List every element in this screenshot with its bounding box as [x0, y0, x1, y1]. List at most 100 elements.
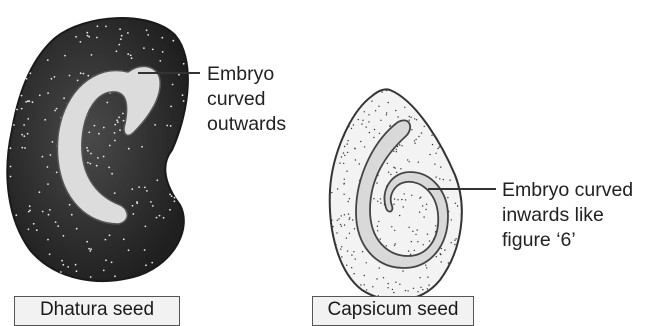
speckle-dot	[76, 228, 78, 230]
speckle-dot	[358, 119, 359, 120]
speckle-dot	[127, 53, 129, 55]
speckle-dot	[395, 282, 396, 283]
speckle-dot	[422, 289, 423, 290]
speckle-dot	[69, 75, 71, 77]
speckle-dot	[378, 106, 379, 107]
speckle-dot	[394, 167, 395, 168]
speckle-dot	[26, 78, 28, 80]
speckle-dot	[347, 140, 348, 141]
speckle-dot	[69, 204, 71, 206]
speckle-dot	[353, 124, 354, 125]
capsicum-annotation: Embryo curved inwards like figure ‘6’	[502, 179, 639, 251]
speckle-dot	[407, 159, 408, 160]
speckle-dot	[373, 198, 374, 199]
speckle-dot	[86, 241, 88, 243]
speckle-dot	[457, 205, 458, 206]
speckle-dot	[371, 100, 372, 101]
speckle-dot	[454, 240, 455, 241]
speckle-dot	[415, 139, 416, 140]
speckle-dot	[341, 246, 342, 247]
speckle-dot	[451, 219, 452, 220]
speckle-dot	[103, 270, 105, 272]
speckle-dot	[67, 266, 69, 268]
speckle-dot	[440, 254, 441, 255]
speckle-dot	[349, 275, 350, 276]
dhatura-annotation-line: Embryo	[207, 63, 274, 85]
speckle-dot	[344, 155, 345, 156]
speckle-dot	[461, 214, 462, 215]
speckle-dot	[42, 156, 44, 158]
speckle-dot	[340, 249, 341, 250]
speckle-dot	[362, 251, 363, 252]
speckle-dot	[393, 204, 394, 205]
speckle-dot	[23, 135, 25, 137]
speckle-dot	[405, 199, 406, 200]
speckle-dot	[47, 183, 49, 185]
speckle-dot	[159, 215, 161, 217]
speckle-dot	[163, 217, 165, 219]
speckle-dot	[362, 120, 363, 121]
speckle-dot	[380, 202, 381, 203]
speckle-dot	[138, 186, 140, 188]
speckle-dot	[128, 148, 130, 150]
speckle-dot	[423, 216, 424, 217]
speckle-dot	[25, 101, 27, 103]
speckle-dot	[396, 149, 397, 150]
speckle-dot	[416, 119, 417, 120]
speckle-dot	[415, 234, 416, 235]
speckle-dot	[364, 111, 365, 112]
speckle-dot	[103, 127, 105, 129]
speckle-dot	[349, 233, 350, 234]
speckle-dot	[28, 100, 30, 102]
speckle-dot	[353, 273, 354, 274]
speckle-dot	[408, 250, 409, 251]
speckle-dot	[347, 250, 348, 251]
speckle-dot	[426, 267, 427, 268]
speckle-dot	[109, 145, 111, 147]
speckle-dot	[427, 288, 428, 289]
speckle-dot	[337, 188, 338, 189]
speckle-dot	[449, 180, 450, 181]
speckle-dot	[364, 284, 365, 285]
speckle-dot	[427, 234, 428, 235]
speckle-dot	[426, 204, 427, 205]
speckle-dot	[344, 214, 345, 215]
speckle-dot	[87, 35, 89, 37]
speckle-dot	[105, 26, 107, 28]
speckle-dot	[409, 161, 410, 162]
speckle-dot	[39, 94, 41, 96]
dhatura-annotation: Embryo curved outwards	[207, 63, 286, 135]
speckle-dot	[404, 193, 405, 194]
speckle-dot	[47, 166, 49, 168]
dhatura-seed-coat	[7, 18, 188, 281]
speckle-dot	[76, 270, 78, 272]
speckle-dot	[62, 264, 64, 266]
speckle-dot	[47, 239, 49, 241]
speckle-dot	[36, 229, 38, 231]
speckle-dot	[106, 102, 108, 104]
speckle-dot	[414, 140, 415, 141]
speckle-dot	[410, 254, 411, 255]
speckle-dot	[116, 50, 118, 52]
speckle-dot	[417, 241, 418, 242]
speckle-dot	[71, 214, 73, 216]
speckle-dot	[119, 129, 121, 131]
speckle-dot	[413, 288, 414, 289]
speckle-dot	[346, 171, 347, 172]
speckle-dot	[396, 172, 397, 173]
speckle-dot	[128, 249, 130, 251]
capsicum-annotation-line: Embryo curved	[502, 179, 633, 201]
speckle-dot	[408, 227, 409, 228]
speckle-dot	[87, 75, 89, 77]
speckle-dot	[132, 213, 134, 215]
speckle-dot	[64, 55, 66, 57]
speckle-dot	[440, 166, 441, 167]
speckle-dot	[108, 167, 110, 169]
speckle-dot	[424, 126, 425, 127]
speckle-dot	[355, 159, 356, 160]
speckle-dot	[44, 119, 46, 121]
speckle-dot	[23, 124, 25, 126]
speckle-dot	[360, 141, 361, 142]
speckle-dot	[441, 248, 442, 249]
speckle-dot	[388, 283, 389, 284]
